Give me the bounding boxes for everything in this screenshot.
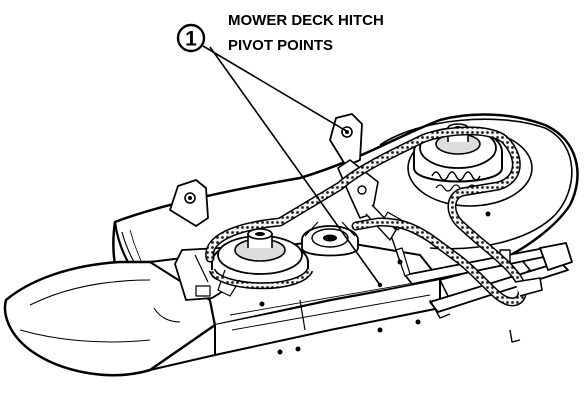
leader-line-left (202, 45, 349, 133)
callout-number-circle (176, 23, 206, 53)
draw-bar (404, 242, 573, 343)
deck-hardware (153, 211, 491, 331)
callout-number: 1 (185, 28, 197, 51)
callout-label-line1: MOWER DECK HITCH (228, 12, 384, 29)
rear-hitch-bracket (329, 113, 363, 167)
idler-pulley (301, 221, 359, 257)
callout: 1 MOWER DECK HITCH PIVOT POINTS (176, 12, 384, 288)
callout-label-line2: PIVOT POINTS (228, 37, 333, 54)
leader-line-right (209, 46, 381, 286)
right-spring (431, 171, 481, 181)
right-dome-rim (379, 118, 573, 250)
drive-belt (205, 126, 543, 307)
